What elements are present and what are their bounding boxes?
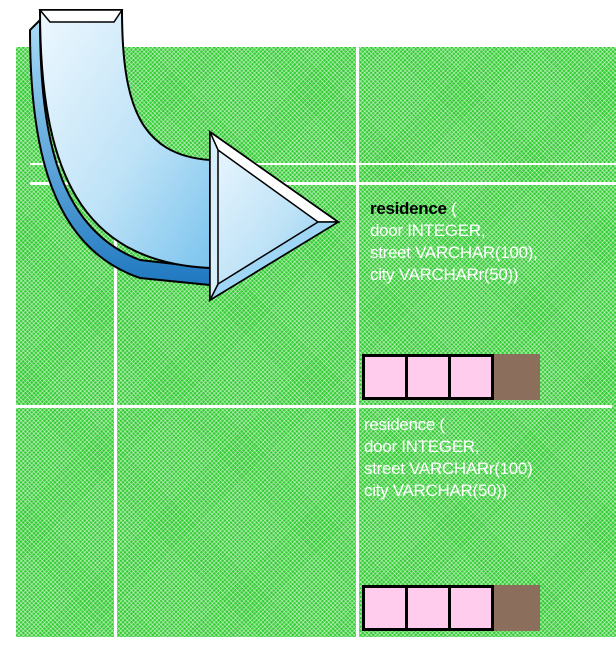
curved-arrow-icon [0, 0, 616, 647]
